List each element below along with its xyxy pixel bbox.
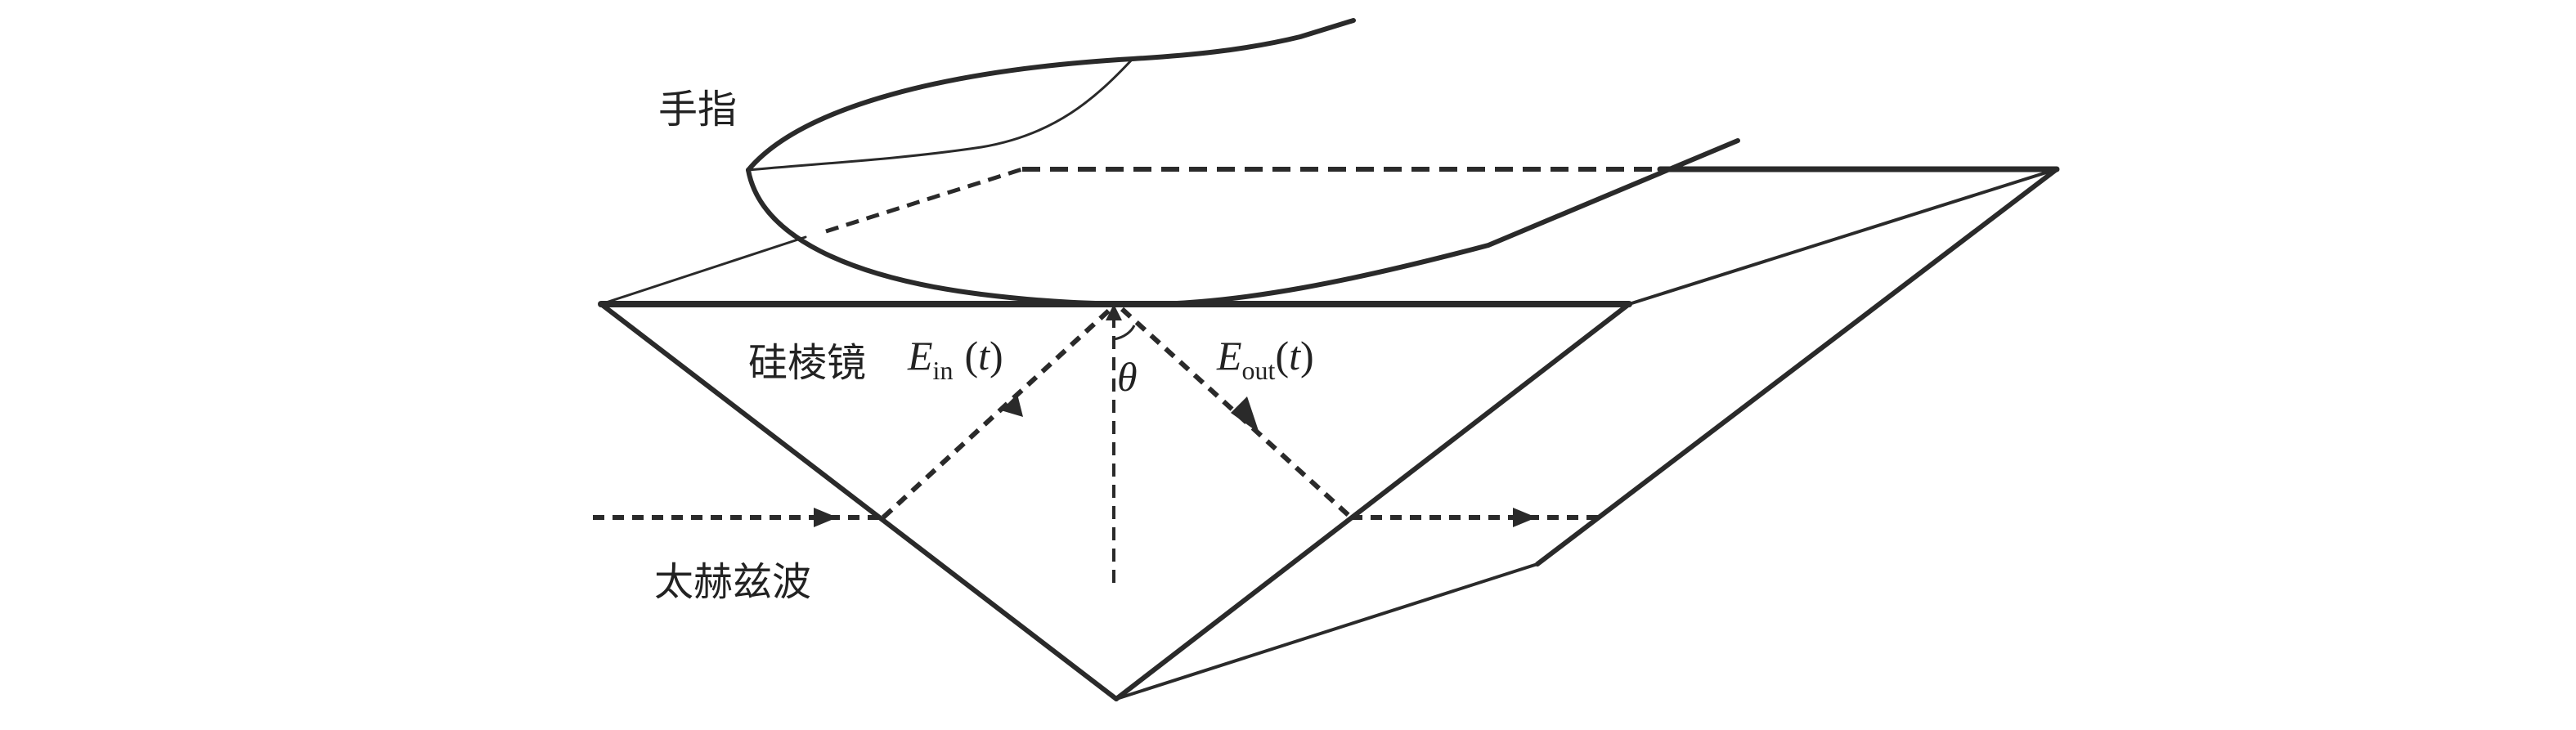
finger-lower-outline — [746, 138, 1740, 307]
finger-hidden-edge — [825, 167, 1023, 234]
incident-field-close-paren: ) — [990, 333, 1003, 378]
incident-arrow-icon — [1001, 394, 1023, 417]
outgoing-arrow-icon — [1513, 508, 1537, 527]
incident-beam — [881, 307, 1113, 520]
finger-label: 手指 — [658, 87, 737, 132]
incident-field-label: Ein (t) — [907, 333, 1003, 385]
prism-front-left-slope — [599, 302, 1119, 701]
reflected-field-open-paren: ( — [1275, 333, 1289, 378]
beam-arrows — [814, 304, 1537, 527]
finger-upper-outline — [746, 18, 1356, 172]
incident-field-open-paren: ( — [964, 333, 978, 378]
reflected-field-subscript: out — [1242, 356, 1276, 385]
prism-label: 硅棱镜 — [748, 340, 866, 386]
prism-back-right-slope — [1535, 167, 2059, 567]
prism-bottom-rear-edge — [1115, 562, 1539, 701]
incident-field-subscript: in — [933, 356, 954, 385]
normal-arrow-icon — [1106, 304, 1122, 320]
prism-top-left-side — [599, 235, 807, 306]
prism-back-top-edge — [1627, 168, 2058, 306]
reflected-arrow-icon — [1231, 396, 1259, 433]
reflected-field-symbol: E — [1216, 333, 1242, 378]
reflected-beam — [1120, 307, 1353, 520]
reflected-field-close-paren: ) — [1300, 333, 1314, 378]
reflected-field-label: Eout(t) — [1216, 333, 1314, 385]
thz-beam — [593, 307, 1599, 589]
incoming-arrow-icon — [814, 508, 837, 527]
prism-front-right-slope — [1114, 302, 1631, 701]
finger-shape — [746, 18, 1740, 307]
incident-field-symbol: E — [907, 333, 933, 378]
thz-wave-label: 太赫兹波 — [654, 559, 811, 605]
angle-label: θ — [1117, 354, 1138, 400]
angle-arc — [1113, 325, 1136, 341]
incident-field-arg: t — [978, 333, 990, 378]
reflected-field-arg: t — [1289, 333, 1301, 378]
finger-nail-line — [747, 57, 1134, 172]
